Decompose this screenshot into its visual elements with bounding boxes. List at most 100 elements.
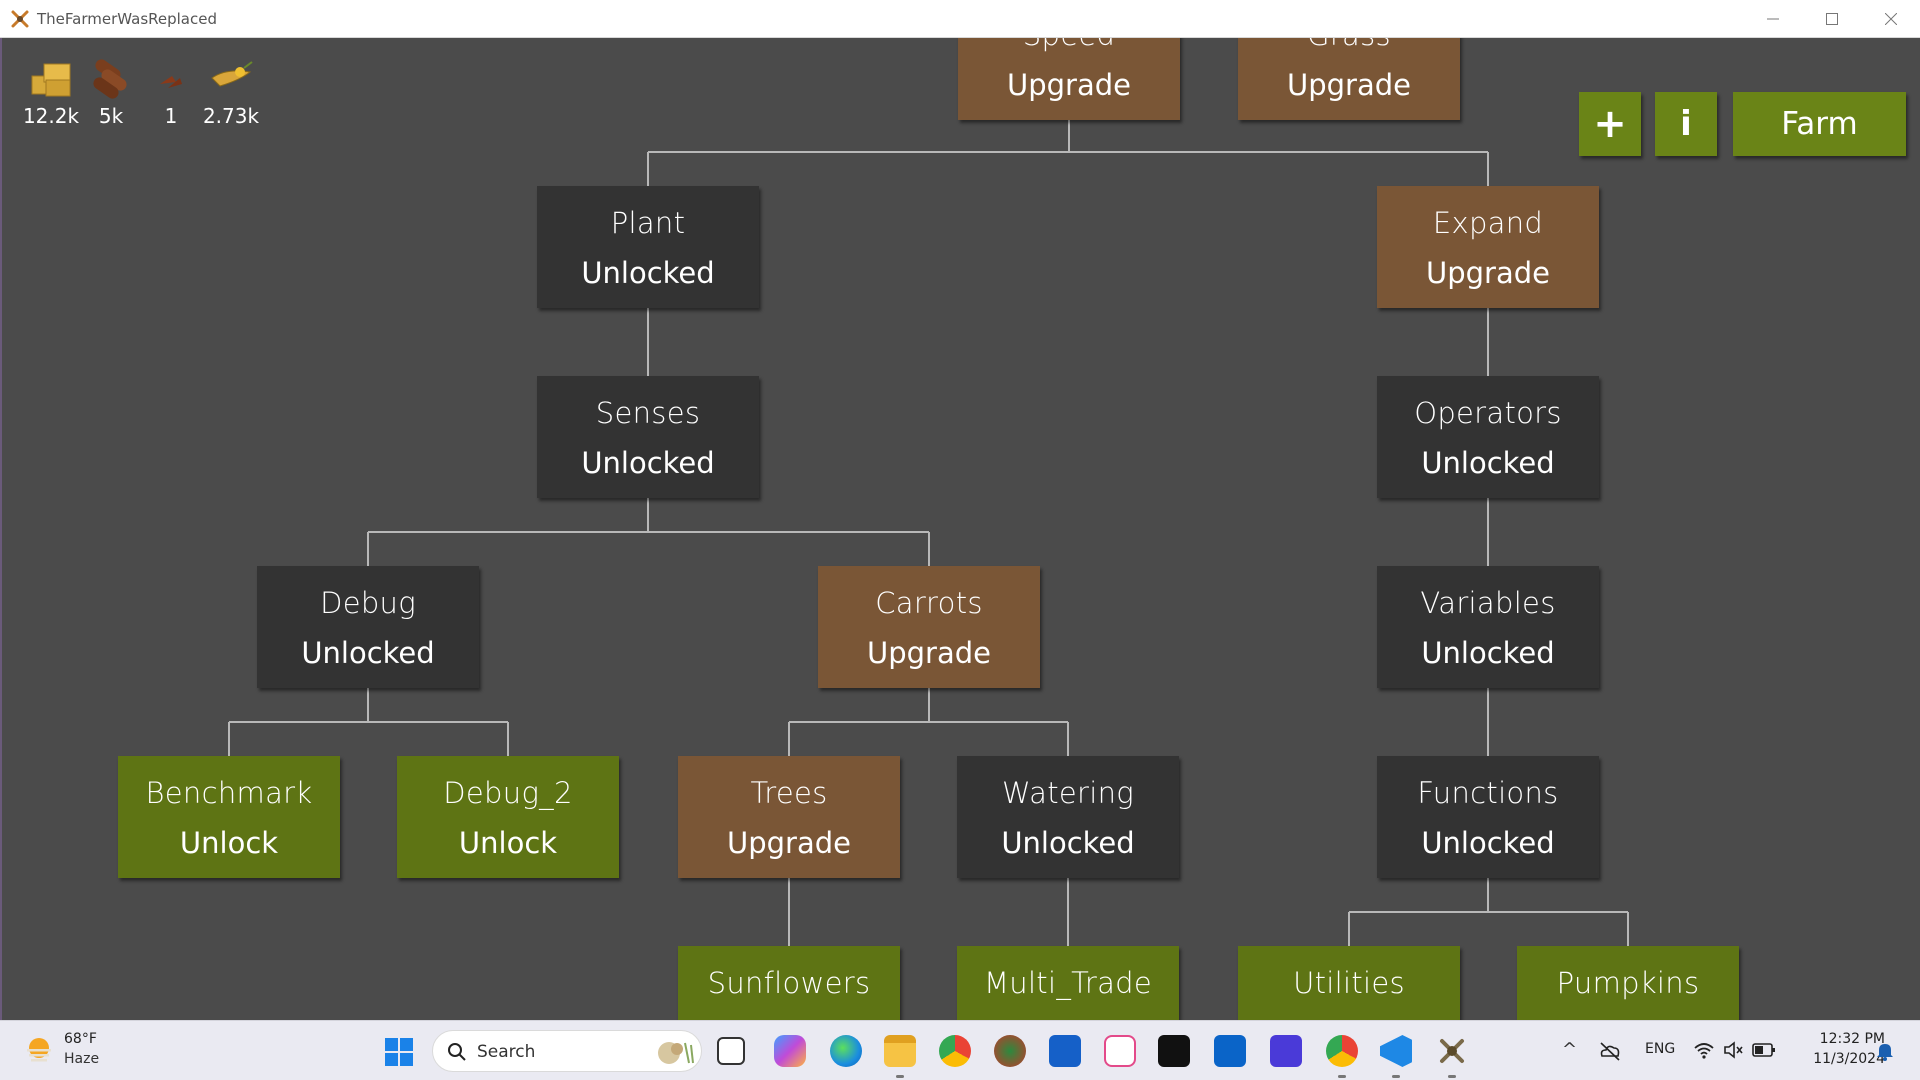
- chrome-dev-icon[interactable]: [1326, 1035, 1358, 1067]
- node-operators[interactable]: Operators Unlocked: [1377, 376, 1599, 498]
- running-indicator: [1392, 1075, 1400, 1078]
- node-name: Debug: [320, 586, 416, 620]
- outlook-icon[interactable]: [1214, 1035, 1246, 1067]
- node-functions[interactable]: Functions Unlocked: [1377, 756, 1599, 878]
- app-icon: [11, 10, 29, 28]
- volume-muted-icon[interactable]: [1722, 1039, 1744, 1061]
- node-watering[interactable]: Watering Unlocked: [957, 756, 1179, 878]
- itunes-icon[interactable]: [1104, 1035, 1136, 1067]
- file-explorer-icon[interactable]: [884, 1035, 916, 1067]
- add-button[interactable]: +: [1579, 92, 1641, 156]
- node-name: Pumpkins: [1556, 966, 1700, 1000]
- pumpkin-count: 2.73k: [202, 104, 260, 128]
- node-carrots[interactable]: Carrots Upgrade: [818, 566, 1040, 688]
- farmer-game-icon[interactable]: [1436, 1035, 1468, 1067]
- clock-time[interactable]: 12:32 PM: [1819, 1031, 1885, 1047]
- task-view-icon[interactable]: [717, 1037, 745, 1065]
- weather-haze-icon: [27, 1038, 51, 1062]
- node-name: Expand: [1432, 206, 1544, 240]
- node-status: Upgrade: [1007, 68, 1131, 102]
- node-name: Functions: [1417, 776, 1559, 810]
- minimize-icon: [1767, 18, 1779, 20]
- weather-temp: 68°F: [64, 1031, 97, 1047]
- node-status: Upgrade: [867, 636, 991, 670]
- node-name: Utilities: [1293, 966, 1405, 1000]
- onedrive-icon[interactable]: [1598, 1040, 1622, 1062]
- node-benchmark[interactable]: Benchmark Unlock: [118, 756, 340, 878]
- taskbar-search[interactable]: Search: [432, 1030, 702, 1072]
- tree-connectors: [228, 120, 1629, 946]
- battery-icon[interactable]: [1752, 1041, 1776, 1059]
- wood-icon: [93, 59, 127, 99]
- hay-count: 12.2k: [22, 104, 80, 128]
- node-debug-2[interactable]: Debug_2 Unlock: [397, 756, 619, 878]
- app-green-icon[interactable]: [994, 1035, 1026, 1067]
- chrome-icon[interactable]: [939, 1035, 971, 1067]
- node-senses[interactable]: Senses Unlocked: [537, 376, 759, 498]
- node-name: Watering: [1002, 776, 1134, 810]
- node-status: Unlocked: [301, 636, 435, 670]
- node-name: Sunflowers: [707, 966, 871, 1000]
- node-status: Unlock: [179, 826, 279, 860]
- vscode-icon[interactable]: [1380, 1035, 1412, 1067]
- node-utilities[interactable]: Utilities: [1238, 946, 1460, 1020]
- node-status: Unlocked: [581, 446, 715, 480]
- hay-icon: [31, 63, 71, 97]
- close-icon: [1885, 13, 1897, 25]
- node-status: Unlock: [458, 826, 558, 860]
- pumpkin-icon: [211, 61, 253, 87]
- node-status: Unlocked: [1421, 446, 1555, 480]
- edge-icon[interactable]: [830, 1035, 862, 1067]
- node-name: Plant: [610, 206, 686, 240]
- live-icon[interactable]: [1158, 1035, 1190, 1067]
- node-name: Carrots: [875, 586, 983, 620]
- node-status: Upgrade: [1287, 68, 1411, 102]
- node-name: Speed: [958, 38, 1180, 52]
- carrot-icon: [160, 76, 182, 88]
- node-status: Unlocked: [1421, 826, 1555, 860]
- node-status: Unlocked: [1001, 826, 1135, 860]
- node-name: Variables: [1420, 586, 1556, 620]
- node-name: Debug_2: [443, 776, 573, 810]
- search-icon: [448, 1043, 466, 1061]
- obsidian-icon[interactable]: [1270, 1035, 1302, 1067]
- node-speed[interactable]: Speed Upgrade: [958, 38, 1180, 120]
- weather-desc: Haze: [64, 1051, 100, 1067]
- node-status: Unlocked: [1421, 636, 1555, 670]
- maximize-button[interactable]: [1803, 0, 1861, 38]
- node-name: Senses: [595, 396, 701, 430]
- node-debug[interactable]: Debug Unlocked: [257, 566, 479, 688]
- clock-date[interactable]: 11/3/2024: [1813, 1051, 1885, 1067]
- node-plant[interactable]: Plant Unlocked: [537, 186, 759, 308]
- microsoft-store-icon[interactable]: [1049, 1035, 1081, 1067]
- minimize-button[interactable]: [1744, 0, 1802, 38]
- carrot-count: 1: [164, 104, 178, 128]
- node-pumpkins[interactable]: Pumpkins: [1517, 946, 1739, 1020]
- node-name: Operators: [1414, 396, 1562, 430]
- node-status: Unlocked: [581, 256, 715, 290]
- node-status: Upgrade: [1426, 256, 1550, 290]
- taskbar: 68°F Haze Search ^: [0, 1020, 1920, 1080]
- node-grass[interactable]: Grass Upgrade: [1238, 38, 1460, 120]
- node-multi-trade[interactable]: Multi_Trade: [957, 946, 1179, 1020]
- node-status: Upgrade: [727, 826, 851, 860]
- chevron-up-icon[interactable]: ^: [1562, 1039, 1578, 1060]
- wifi-icon[interactable]: [1693, 1039, 1715, 1061]
- running-indicator: [896, 1075, 904, 1078]
- node-name: Trees: [750, 776, 828, 810]
- node-trees[interactable]: Trees Upgrade: [678, 756, 900, 878]
- copilot-icon[interactable]: [774, 1035, 806, 1067]
- language-indicator[interactable]: ENG: [1645, 1041, 1676, 1057]
- node-name: Benchmark: [145, 776, 313, 810]
- info-button[interactable]: i: [1655, 92, 1717, 156]
- farm-button[interactable]: Farm: [1733, 92, 1906, 156]
- search-highlight-icon: [658, 1042, 694, 1064]
- node-variables[interactable]: Variables Unlocked: [1377, 566, 1599, 688]
- windows-start-button[interactable]: [384, 1037, 414, 1067]
- running-indicator: [1448, 1075, 1456, 1078]
- close-button[interactable]: [1862, 0, 1920, 38]
- notification-bell-icon[interactable]: [1874, 1040, 1896, 1062]
- node-sunflowers[interactable]: Sunflowers: [678, 946, 900, 1020]
- node-expand[interactable]: Expand Upgrade: [1377, 186, 1599, 308]
- window-title: TheFarmerWasReplaced: [37, 10, 217, 28]
